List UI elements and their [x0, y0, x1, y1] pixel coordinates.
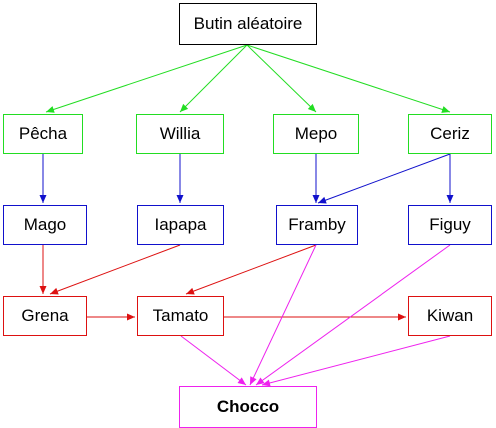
- arrowhead: [50, 287, 59, 295]
- arrowhead: [398, 313, 406, 321]
- arrowhead: [262, 379, 271, 387]
- node-willia: Willia: [136, 114, 224, 154]
- node-tamato: Tamato: [137, 296, 224, 336]
- node-iapapa: Iapapa: [137, 205, 224, 245]
- arrowhead: [46, 106, 55, 113]
- arrowhead: [307, 103, 316, 112]
- edge-grena-to-tamato: [87, 313, 135, 321]
- arrowhead: [39, 195, 47, 203]
- edge-iapapa-to-grena: [49, 244, 181, 295]
- edge-ceriz-to-figuy: [446, 154, 454, 203]
- edge-tamato-to-chocco: [180, 335, 247, 386]
- arrowhead: [256, 377, 265, 385]
- arrowhead: [318, 196, 327, 204]
- node-butin-aleatoire: Butin aléatoire: [179, 3, 317, 45]
- node-mago: Mago: [3, 205, 87, 245]
- node-chocco: Chocco: [179, 386, 317, 428]
- arrowhead: [446, 195, 454, 203]
- node-framby: Framby: [276, 205, 358, 245]
- edge-willia-to-iapapa: [176, 154, 184, 203]
- node-figuy: Figuy: [408, 205, 492, 245]
- edge-root-to-mepo: [246, 44, 317, 113]
- edge-figuy-to-chocco: [255, 244, 451, 386]
- edge-mago-to-grena: [39, 245, 47, 294]
- arrowhead: [39, 286, 47, 294]
- node-mepo: Mepo: [273, 114, 359, 154]
- edge-tamato-to-kiwan: [224, 313, 406, 321]
- node-ceriz: Ceriz: [408, 114, 492, 154]
- edge-root-to-pecha: [45, 44, 248, 113]
- arrowhead: [237, 377, 246, 385]
- edge-framby-to-tamato: [185, 244, 317, 295]
- edge-pecha-to-mago: [39, 154, 47, 203]
- node-kiwan: Kiwan: [408, 296, 492, 336]
- edge-root-to-ceriz: [246, 44, 451, 113]
- node-pecha: Pêcha: [3, 114, 83, 154]
- edge-mepo-to-framby: [312, 154, 320, 203]
- edge-framby-to-chocco: [249, 244, 317, 386]
- arrowhead: [176, 195, 184, 203]
- edge-kiwan-to-chocco: [261, 335, 451, 387]
- arrowhead: [312, 195, 320, 203]
- arrowhead: [250, 376, 257, 385]
- arrowhead: [186, 287, 195, 295]
- arrowhead: [127, 313, 135, 321]
- arrowhead: [180, 103, 189, 112]
- node-grena: Grena: [3, 296, 87, 336]
- edge-root-to-willia: [179, 44, 248, 113]
- arrowhead: [441, 106, 450, 113]
- edge-ceriz-to-framby: [317, 153, 451, 204]
